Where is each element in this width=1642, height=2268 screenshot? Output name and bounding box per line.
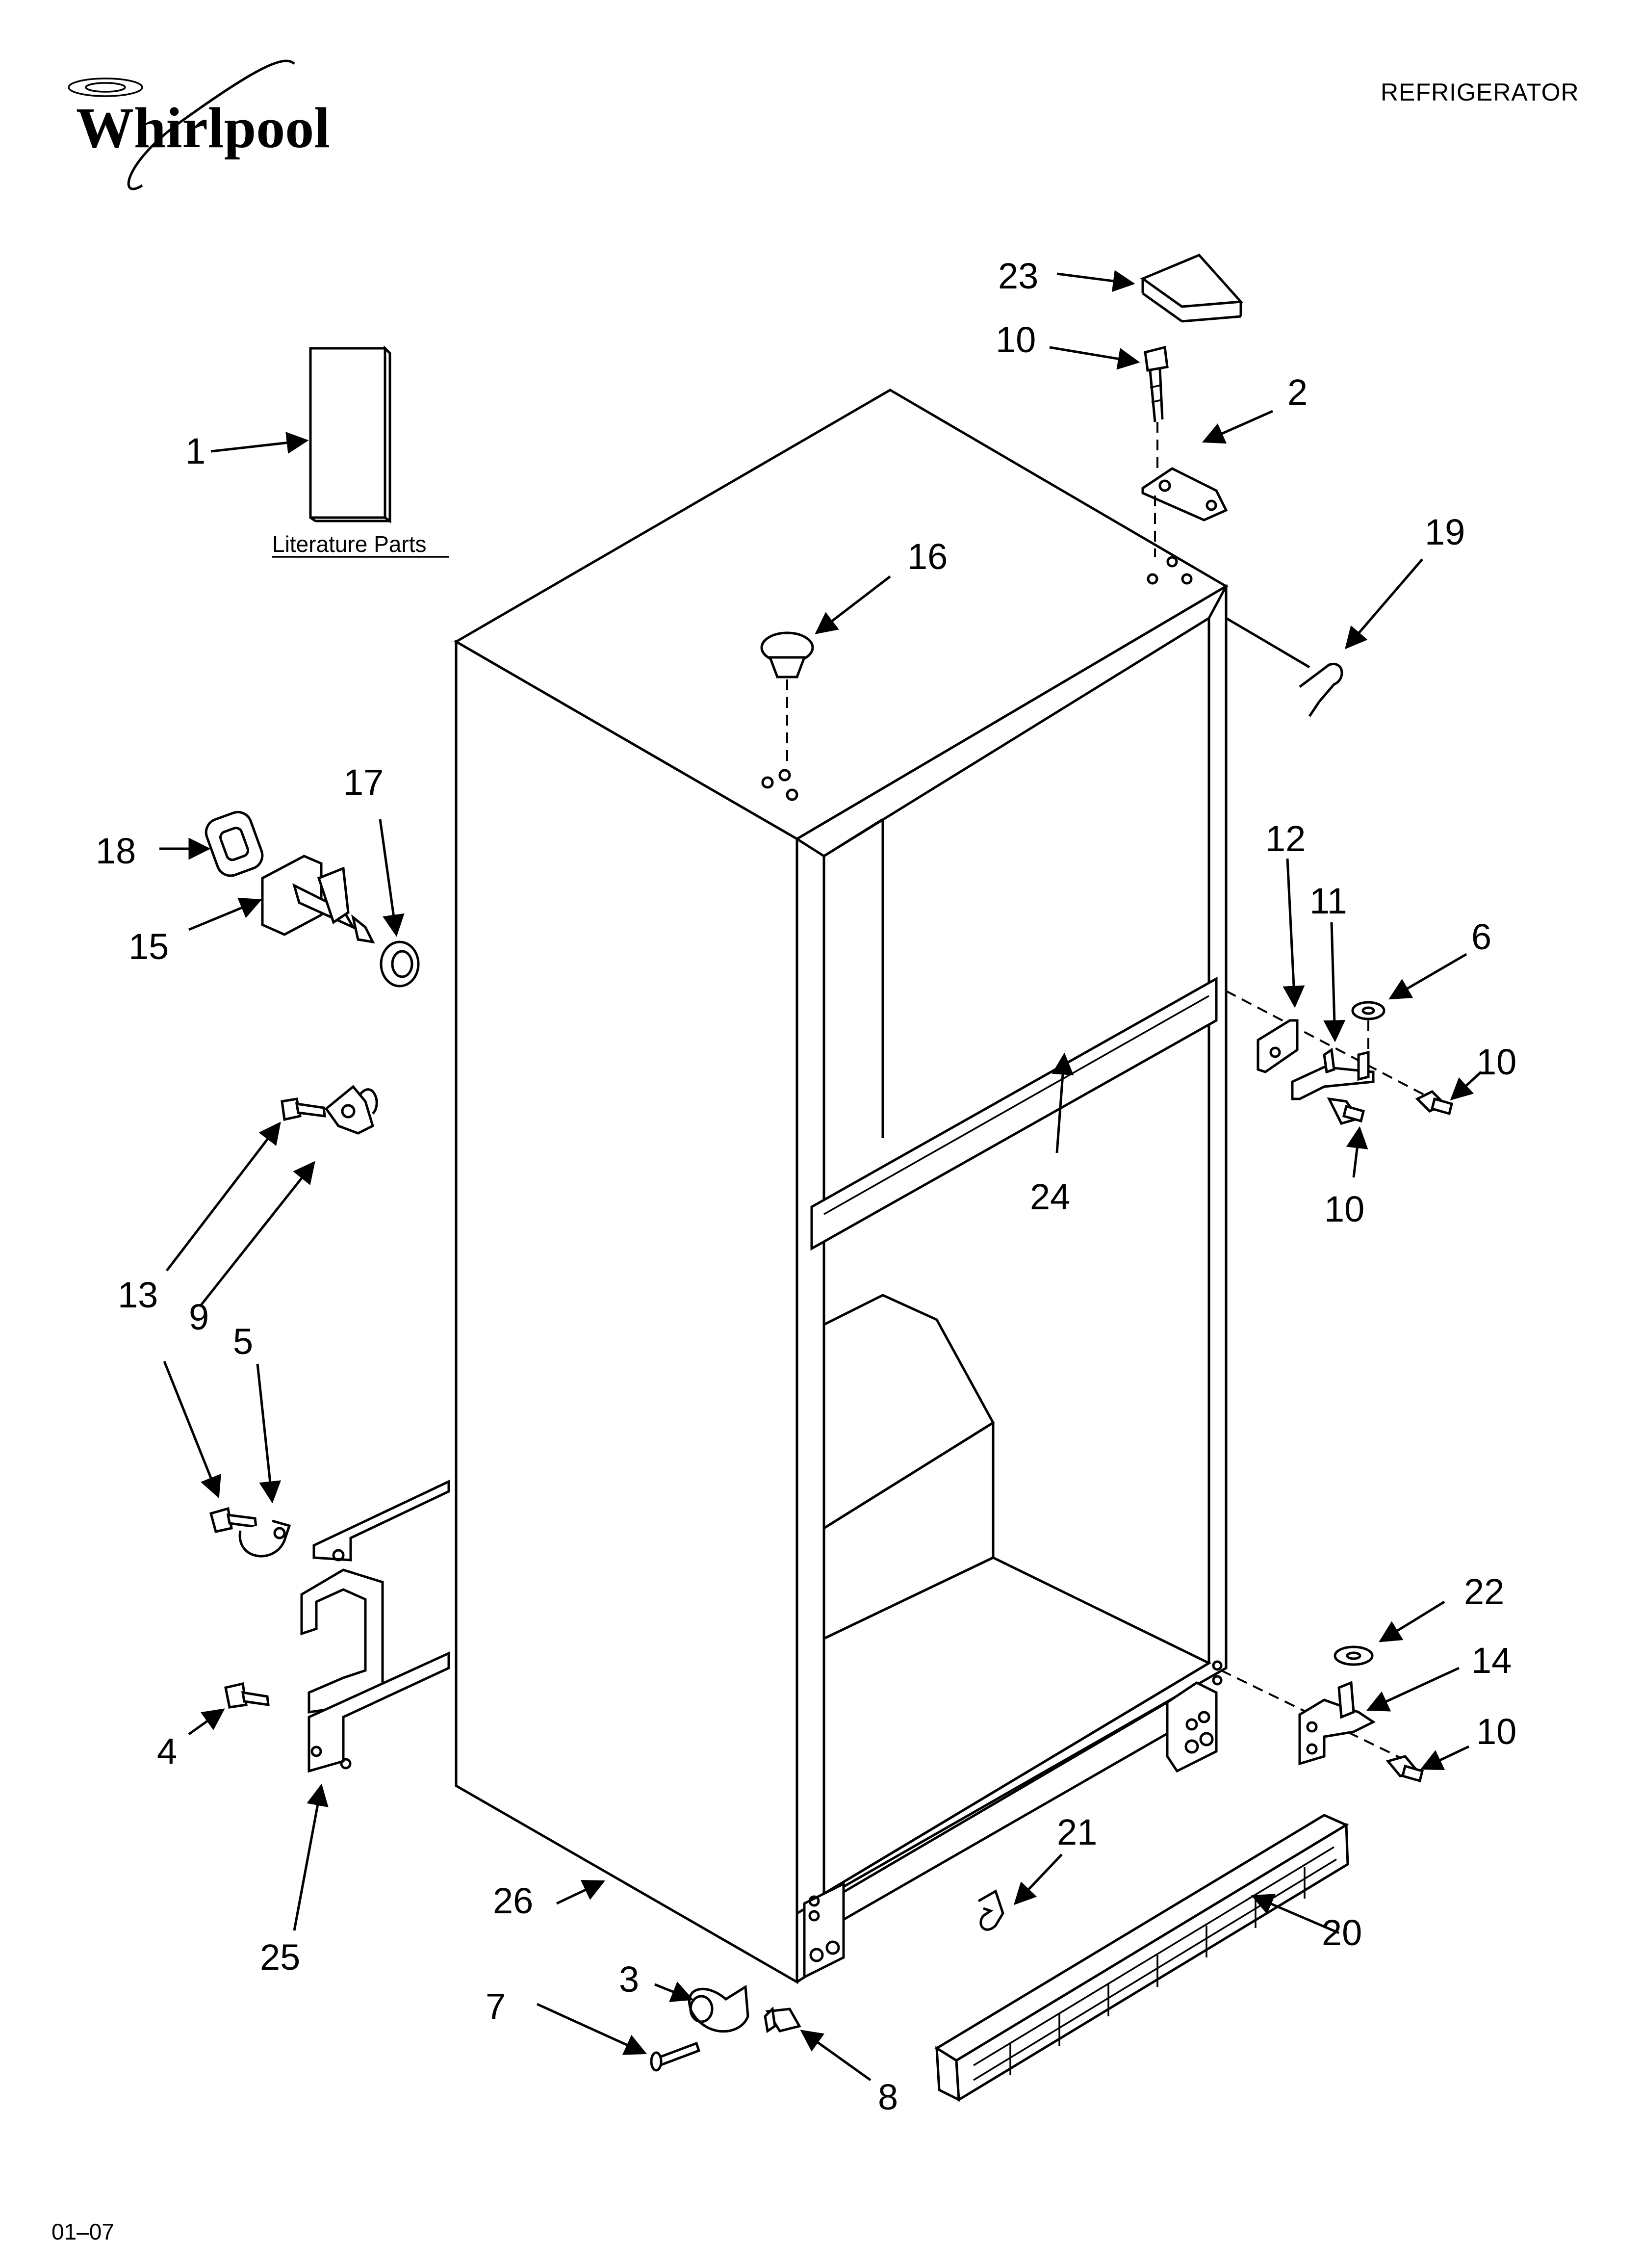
- callout-9: 9: [189, 1297, 209, 1337]
- callout-10-bottom: 10: [1476, 1711, 1516, 1752]
- callout-12: 12: [1265, 818, 1306, 859]
- washer-22-part: [1334, 1645, 1374, 1666]
- callout-7: 7: [486, 1986, 506, 2027]
- callout-4: 4: [157, 1731, 177, 1772]
- callout-14: 14: [1471, 1640, 1512, 1681]
- callout-3: 3: [619, 1959, 639, 2000]
- callout-24: 24: [1030, 1176, 1070, 1217]
- callout-5: 5: [233, 1321, 253, 1362]
- callout-21: 21: [1057, 1812, 1097, 1852]
- callout-6: 6: [1471, 916, 1491, 957]
- base-grille-part: [934, 1814, 1349, 2102]
- callout-15: 15: [128, 926, 169, 967]
- footer-code: 01–07: [51, 2219, 114, 2244]
- literature-parts-label: Literature Parts: [272, 531, 426, 557]
- callout-22: 22: [1464, 1571, 1504, 1612]
- top-hinge-part: [1141, 467, 1228, 557]
- callout-11: 11: [1309, 881, 1347, 921]
- clip-21-part: [977, 1889, 1004, 1931]
- screw-13-upper: [281, 1097, 326, 1121]
- callout-10-mid-right: 10: [1476, 1042, 1516, 1082]
- bracket-9-part: [324, 1085, 378, 1135]
- mid-hinge-bracket-12: [1257, 1019, 1299, 1073]
- callout-25: 25: [260, 1937, 300, 1978]
- clip-part: [1225, 617, 1343, 717]
- top-cap-part: [1140, 254, 1244, 323]
- screw-10-bottom: [1385, 1755, 1424, 1783]
- callout-23: 23: [998, 256, 1038, 296]
- callout-17: 17: [343, 762, 384, 803]
- screw-10-mid-lower: [1327, 1097, 1365, 1125]
- callout-18: 18: [96, 831, 136, 871]
- screw-4-part: [224, 1682, 270, 1709]
- clamp-5-part: [238, 1519, 291, 1558]
- grommet-part: [205, 810, 264, 877]
- product-title: REFRIGERATOR: [1381, 78, 1579, 106]
- mid-hinge-11: [1291, 1047, 1375, 1100]
- callout-20: 20: [1322, 1912, 1362, 1953]
- callout-1: 1: [185, 431, 205, 471]
- side-bracket-part: [300, 1480, 450, 1773]
- nut-part: [380, 940, 420, 988]
- callout-19: 19: [1425, 512, 1465, 552]
- callout-10-top: 10: [996, 319, 1036, 360]
- callout-10-mid-lower: 10: [1324, 1189, 1364, 1229]
- refrigerator-cabinet: [454, 389, 1229, 1984]
- top-screw-part: [1144, 345, 1169, 471]
- pin-7-part: [650, 2041, 701, 2072]
- bottom-hinge-14: [1298, 1681, 1376, 1766]
- whirlpool-logo: Whirlpool: [68, 59, 330, 190]
- screw-8-part: [764, 2006, 801, 2033]
- shaft-part: [261, 855, 375, 944]
- callout-26: 26: [493, 1880, 533, 1921]
- callout-13-upper: 13: [118, 1275, 158, 1315]
- washer-6-part: [1351, 1001, 1385, 1055]
- callout-8: 8: [878, 2077, 898, 2117]
- callout-2: 2: [1287, 372, 1308, 413]
- callout-16: 16: [907, 536, 948, 577]
- plug-part: [760, 631, 814, 768]
- brand-name: Whirlpool: [76, 96, 330, 160]
- roller-3-part: [688, 1984, 749, 2033]
- screw-10-mid-right: [1415, 1090, 1454, 1116]
- literature-booklet: [309, 345, 391, 523]
